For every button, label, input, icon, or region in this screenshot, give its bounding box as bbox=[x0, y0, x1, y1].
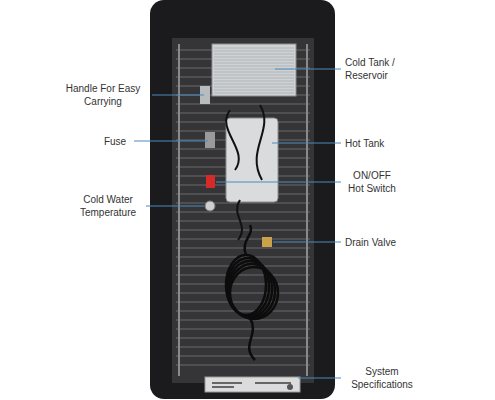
leader-line bbox=[298, 378, 341, 379]
wires bbox=[226, 105, 264, 240]
coil-rail bbox=[306, 44, 308, 376]
fin bbox=[214, 87, 294, 88]
back-cavity bbox=[172, 38, 314, 383]
fin bbox=[214, 75, 294, 76]
part-label: Drain Valve bbox=[345, 236, 415, 249]
drain-valve bbox=[262, 237, 272, 247]
part-label: Cold Water Temperature bbox=[74, 193, 142, 219]
fin bbox=[214, 57, 294, 58]
fin bbox=[214, 81, 294, 82]
coil-tube bbox=[176, 283, 310, 284]
leader-line bbox=[272, 143, 341, 144]
condenser-coils bbox=[176, 44, 310, 376]
cold-tank bbox=[212, 44, 296, 96]
part-label: Handle For Easy Carrying bbox=[58, 82, 148, 108]
leader-line bbox=[146, 206, 204, 207]
coil-rail bbox=[178, 44, 180, 376]
leader-line bbox=[152, 95, 204, 96]
fin bbox=[214, 93, 294, 94]
coil-tube bbox=[176, 355, 310, 356]
coil-tube bbox=[176, 319, 310, 320]
fin bbox=[214, 54, 294, 55]
spec-plate-print bbox=[255, 382, 291, 384]
spec-plate-print bbox=[212, 382, 242, 384]
cold-tank-fins bbox=[214, 48, 294, 93]
fin bbox=[214, 63, 294, 64]
part-label: ON/OFF Hot Switch bbox=[345, 169, 399, 195]
coil-tube bbox=[176, 238, 310, 239]
part-label: System Specifications bbox=[345, 365, 419, 391]
coil-tube bbox=[176, 346, 310, 347]
coil-tube bbox=[176, 274, 310, 275]
leader-line bbox=[275, 69, 341, 70]
power-cord bbox=[226, 225, 278, 360]
coil-tube bbox=[176, 112, 310, 113]
fin bbox=[214, 60, 294, 61]
fuse-holder bbox=[205, 132, 215, 148]
part-label: Fuse bbox=[100, 135, 130, 148]
spec-plate-port bbox=[287, 384, 293, 390]
coil-tube bbox=[176, 202, 310, 203]
coil-tube bbox=[176, 364, 310, 365]
cooler-body bbox=[150, 0, 335, 399]
coil-tube bbox=[176, 337, 310, 338]
hot-tank bbox=[226, 118, 278, 202]
fin bbox=[214, 90, 294, 91]
cord-end bbox=[245, 225, 255, 360]
fin bbox=[214, 78, 294, 79]
part-label: Cold Tank / Reservoir bbox=[345, 56, 411, 82]
leader-line bbox=[216, 182, 341, 183]
spec-plate bbox=[205, 377, 300, 392]
coil-tube bbox=[176, 229, 310, 230]
coil-tube bbox=[176, 220, 310, 221]
hot-switch bbox=[206, 175, 215, 188]
coil-tube bbox=[176, 211, 310, 212]
thermostat-knob bbox=[205, 201, 215, 211]
coil-tube bbox=[176, 328, 310, 329]
cord-loop bbox=[230, 267, 278, 319]
fin bbox=[214, 72, 294, 73]
fin bbox=[214, 66, 294, 67]
part-label: Hot Tank bbox=[345, 137, 405, 150]
coil-tube bbox=[176, 310, 310, 311]
coil-tube bbox=[176, 301, 310, 302]
leader-line bbox=[273, 242, 341, 243]
coil-tube bbox=[176, 247, 310, 248]
coil-tube bbox=[176, 292, 310, 293]
fin bbox=[214, 48, 294, 49]
coil-tube bbox=[176, 103, 310, 104]
fin bbox=[214, 84, 294, 85]
fin bbox=[214, 51, 294, 52]
leader-line bbox=[134, 141, 208, 142]
spec-plate-print bbox=[212, 386, 234, 388]
